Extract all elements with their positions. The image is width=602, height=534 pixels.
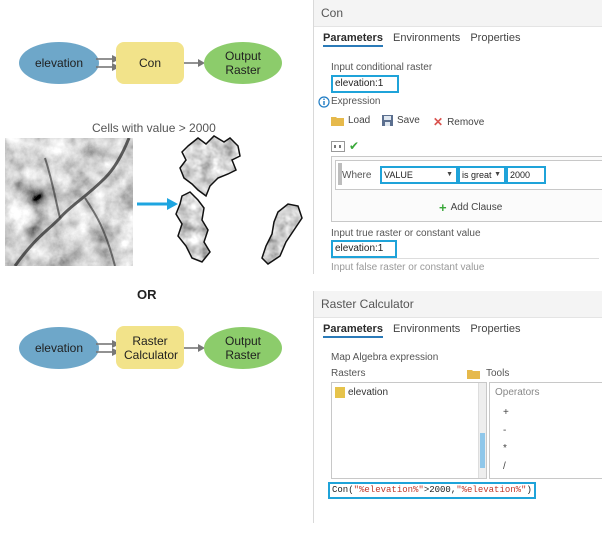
- con-tool-pane: Con Parameters Environments Properties I…: [313, 0, 602, 274]
- rasters-scrollbar-thumb[interactable]: [480, 433, 485, 468]
- output-raster-label-2: Output Raster: [224, 334, 262, 362]
- elevation-input-node-2: elevation: [19, 327, 99, 369]
- output-raster-node: Output Raster: [204, 42, 282, 84]
- tab-parameters[interactable]: Parameters: [323, 32, 383, 47]
- folder-icon: [331, 117, 344, 126]
- save-icon: [382, 115, 393, 126]
- operator-plus[interactable]: +: [503, 407, 509, 418]
- expression-label: Expression: [331, 96, 381, 107]
- dropdown-arrow-icon: ▼: [446, 171, 453, 178]
- result-arrow: [137, 198, 178, 210]
- rc-tabs: Parameters Environments Properties: [323, 323, 527, 338]
- load-button[interactable]: Load: [331, 115, 370, 126]
- elevation-input-label-2: elevation: [34, 341, 84, 355]
- save-button-label: Save: [397, 115, 420, 126]
- raster-calculator-tool-node: Raster Calculator: [116, 326, 184, 369]
- expr-part-1: Con(: [332, 485, 354, 495]
- field-dropdown-value: VALUE: [384, 170, 413, 180]
- raster-list-item[interactable]: elevation: [335, 387, 388, 398]
- operator-divide[interactable]: /: [503, 461, 506, 472]
- where-label: Where: [342, 170, 372, 181]
- raster-layer-icon: [335, 387, 345, 398]
- add-clause-button[interactable]: + Add Clause: [439, 200, 502, 215]
- elevation-input-label: elevation: [34, 56, 84, 70]
- rc-tab-environments[interactable]: Environments: [393, 323, 461, 335]
- false-raster-field-border: [331, 258, 599, 259]
- input-conditional-raster-label: Input conditional raster: [331, 62, 433, 73]
- validate-check-icon[interactable]: ✔: [349, 139, 360, 153]
- con-tool-node: Con: [116, 42, 184, 84]
- model-connector-top-out: [184, 59, 205, 67]
- elevation-input-node: elevation: [19, 42, 99, 84]
- add-clause-label: Add Clause: [450, 202, 503, 213]
- save-button[interactable]: Save: [382, 115, 420, 126]
- true-raster-field[interactable]: elevation:1: [331, 240, 397, 258]
- tab-properties[interactable]: Properties: [470, 32, 521, 44]
- tools-label: Tools: [486, 368, 510, 379]
- value-input-text: 2000: [510, 170, 531, 180]
- clause-drag-handle-icon[interactable]: [338, 163, 342, 185]
- map-algebra-expression-field[interactable]: Con("%elevation%">2000,"%elevation%"): [328, 482, 536, 499]
- info-icon[interactable]: [318, 96, 330, 108]
- model-connector-bottom-out: [184, 344, 205, 352]
- field-dropdown[interactable]: VALUE ▼: [380, 166, 458, 184]
- remove-icon: ✕: [433, 115, 444, 129]
- operator-dropdown-value: is great: [462, 170, 492, 180]
- dropdown-arrow-icon-2: ▼: [494, 171, 501, 178]
- load-button-label: Load: [348, 115, 371, 126]
- expr-part-4: "%elevation%": [456, 485, 527, 495]
- operator-minus[interactable]: -: [503, 425, 507, 436]
- remove-button-label: Remove: [447, 116, 485, 128]
- output-raster-node-2: Output Raster: [204, 327, 282, 369]
- result-raster-image: [175, 135, 303, 265]
- output-raster-label: Output Raster: [224, 49, 262, 77]
- raster-calculator-pane: Raster Calculator Parameters Environment…: [313, 291, 602, 523]
- true-raster-label: Input true raster or constant value: [331, 228, 481, 239]
- elevation-raster-image: [5, 138, 133, 266]
- raster-calculator-tool-label: Raster Calculator: [124, 333, 179, 362]
- sql-toggle-icon[interactable]: [331, 141, 345, 152]
- expr-part-2: "%elevation%": [353, 485, 424, 495]
- con-tabs: Parameters Environments Properties: [323, 32, 527, 47]
- rasters-list[interactable]: elevation: [331, 382, 487, 479]
- tab-environments[interactable]: Environments: [393, 32, 461, 44]
- operator-dropdown[interactable]: is great ▼: [458, 166, 506, 184]
- figure-caption: Cells with value > 2000: [92, 121, 216, 135]
- operators-label: Operators: [495, 387, 540, 398]
- plus-icon: +: [439, 200, 447, 215]
- rasters-scrollbar[interactable]: [478, 383, 486, 478]
- input-conditional-raster-field[interactable]: elevation:1: [331, 75, 399, 93]
- tools-folder-icon: [467, 370, 480, 379]
- operators-list[interactable]: Operators + - * /: [489, 382, 602, 479]
- con-tool-label: Con: [138, 56, 161, 70]
- raster-item-label: elevation: [348, 387, 389, 398]
- rasters-label: Rasters: [331, 368, 366, 379]
- value-input[interactable]: 2000: [506, 166, 546, 184]
- rc-pane-title: Raster Calculator: [314, 291, 602, 318]
- map-algebra-label: Map Algebra expression: [331, 352, 439, 363]
- rc-tab-parameters[interactable]: Parameters: [323, 323, 383, 338]
- or-label: OR: [137, 287, 157, 302]
- rc-tab-properties[interactable]: Properties: [470, 323, 521, 335]
- false-raster-label: Input false raster or constant value: [331, 262, 485, 273]
- expr-part-5: ): [526, 485, 532, 495]
- remove-button[interactable]: ✕ Remove: [433, 115, 484, 129]
- con-pane-title: Con: [314, 0, 602, 27]
- operator-multiply[interactable]: *: [503, 443, 507, 454]
- expr-part-3: >2000,: [423, 485, 457, 495]
